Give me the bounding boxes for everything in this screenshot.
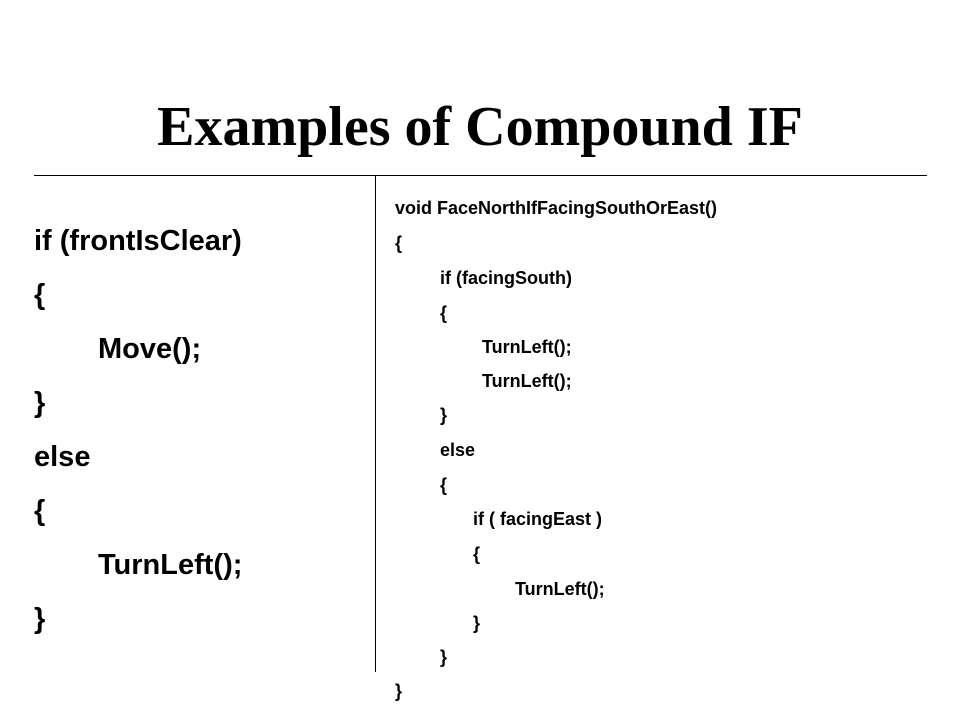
code-line: void FaceNorthIfFacingSouthOrEast() xyxy=(395,198,718,218)
code-line: { xyxy=(34,279,46,311)
title-divider xyxy=(34,175,927,176)
code-line: TurnLeft(); xyxy=(515,579,605,599)
code-line: else xyxy=(440,440,476,460)
slide-title: Examples of Compound IF xyxy=(157,96,803,158)
code-line: } xyxy=(34,387,46,419)
code-line: TurnLeft(); xyxy=(98,549,243,581)
code-line: { xyxy=(395,233,403,253)
code-line: else xyxy=(34,441,91,473)
code-line: } xyxy=(395,681,403,701)
column-divider xyxy=(375,175,376,672)
code-line: } xyxy=(34,603,46,635)
code-line: { xyxy=(34,495,46,527)
code-line: } xyxy=(473,613,481,633)
code-line: { xyxy=(473,544,481,564)
code-line: TurnLeft(); xyxy=(482,371,572,391)
code-line: if ( facingEast ) xyxy=(473,509,603,529)
code-line: if (frontIsClear) xyxy=(34,225,242,257)
code-line: } xyxy=(440,405,448,425)
code-line: { xyxy=(440,303,448,323)
code-line: if (facingSouth) xyxy=(440,268,572,288)
code-line: { xyxy=(440,475,448,495)
code-line: Move(); xyxy=(98,333,202,365)
code-line: TurnLeft(); xyxy=(482,337,572,357)
code-line: } xyxy=(440,647,448,667)
